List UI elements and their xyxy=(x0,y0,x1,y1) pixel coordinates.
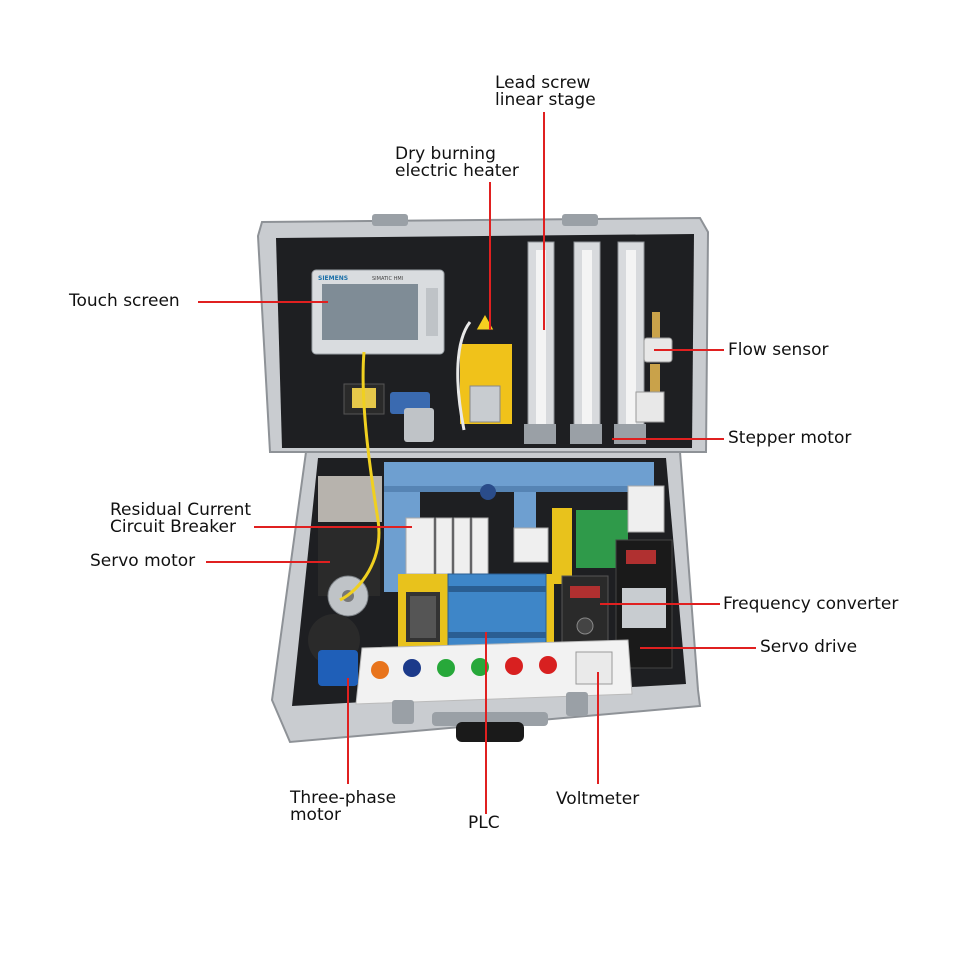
voltmeter-dial xyxy=(575,651,613,685)
three-phase-motor xyxy=(308,614,360,686)
hmi-brand: SIEMENS xyxy=(318,275,348,282)
stepper-motor-2 xyxy=(570,424,602,444)
stepper-motor-1 xyxy=(524,424,556,444)
label-touch-screen: Touch screen xyxy=(69,291,180,311)
lead-screw-linear-stages xyxy=(524,241,646,444)
button-blue xyxy=(403,659,421,677)
control-panel xyxy=(355,639,633,705)
label-servo-drive: Servo drive xyxy=(760,637,858,657)
frequency-converter xyxy=(561,575,609,649)
flow-sensor xyxy=(635,312,673,423)
indicator-orange xyxy=(371,661,389,679)
stepper-motor-3 xyxy=(614,424,646,444)
plc-unit xyxy=(447,573,547,653)
touch-screen-hmi: SIEMENS SIMATIC HMI xyxy=(311,269,445,355)
cable-bundle xyxy=(339,351,381,602)
label-frequency-converter: Frequency converter xyxy=(723,594,899,614)
label-stepper-motor: Stepper motor xyxy=(728,428,852,448)
lid-hinge-right xyxy=(562,214,598,226)
dry-burning-heater xyxy=(456,312,512,431)
case-handle xyxy=(392,692,588,742)
label-voltmeter: Voltmeter xyxy=(556,789,640,809)
indicator-red-1 xyxy=(505,657,523,675)
indicator-red-2 xyxy=(539,656,557,674)
breakers-row xyxy=(405,517,489,575)
label-servo-motor: Servo motor xyxy=(90,551,196,571)
hmi-model: SIMATIC HMI xyxy=(372,276,403,282)
label-plc: PLC xyxy=(468,813,500,833)
indicator-green-1 xyxy=(437,659,455,677)
leader-lines xyxy=(198,112,756,814)
lid-hinge-left xyxy=(372,214,408,226)
indicator-green-2 xyxy=(471,658,489,676)
label-flow-sensor: Flow sensor xyxy=(728,340,829,360)
